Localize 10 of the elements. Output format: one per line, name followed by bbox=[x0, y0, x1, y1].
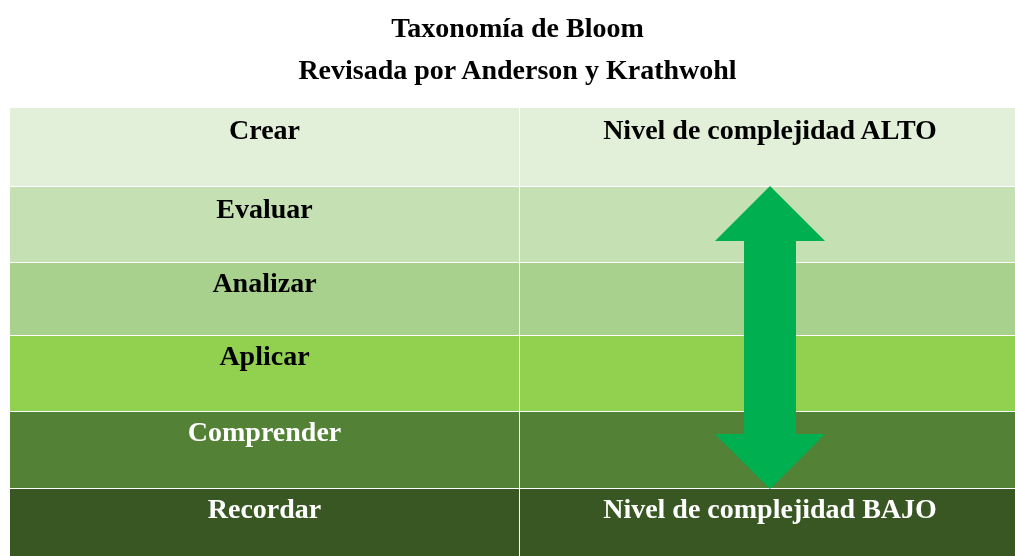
table-cell: Nivel de complejidad BAJO bbox=[520, 489, 1015, 556]
subtitle: Revisada por Anderson y Krathwohl bbox=[298, 54, 737, 85]
table-cell: Comprender bbox=[10, 412, 519, 488]
table-cell: Recordar bbox=[10, 489, 519, 556]
table-cell: Aplicar bbox=[10, 336, 519, 411]
table-cell: Nivel de complejidad ALTO bbox=[520, 108, 1015, 186]
title: Taxonomía de Bloom bbox=[391, 12, 644, 43]
table-cell: Crear bbox=[10, 108, 519, 186]
table-cell: Analizar bbox=[10, 263, 519, 335]
table-cell: Evaluar bbox=[10, 187, 519, 262]
